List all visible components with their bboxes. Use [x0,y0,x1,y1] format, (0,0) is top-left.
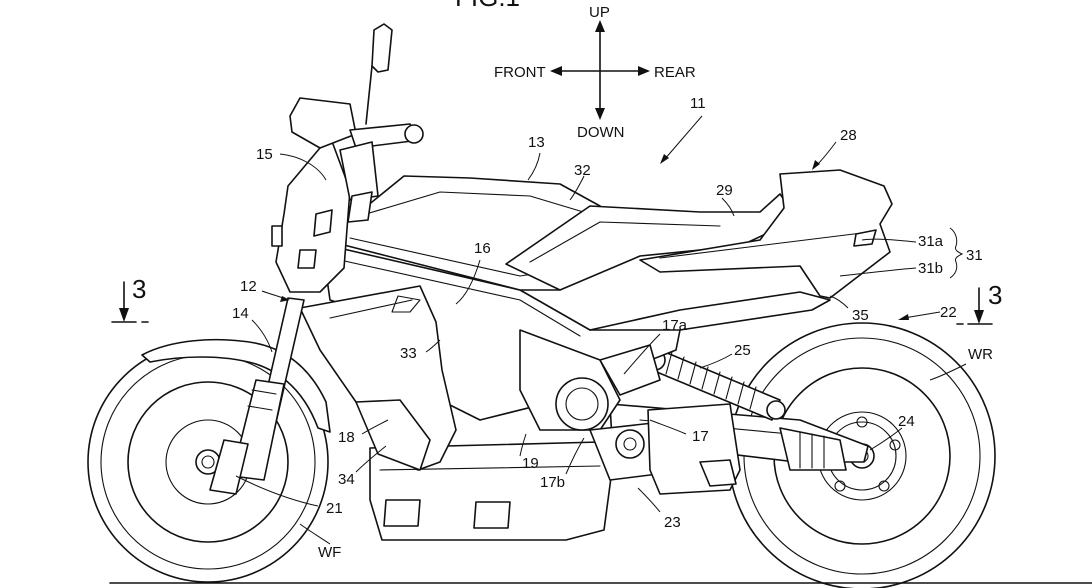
label-WF: WF [318,544,341,561]
battery-case [369,441,613,541]
label-31b: 31b [918,260,943,277]
label-31a: 31a [918,233,944,250]
side-cover-inner [329,295,421,319]
label-16: 16 [474,240,491,257]
label-21: 21 [326,500,343,517]
label-34: 34 [338,471,355,488]
label-23: 23 [664,514,681,531]
label-15: 15 [256,146,273,163]
label-19: 19 [522,455,539,472]
label-31: 31 [966,247,983,264]
front-fender [141,338,331,433]
front-fork [209,297,305,495]
section-left-label: 3 [132,274,146,304]
lower-cover-34 [355,399,431,471]
label-22: 22 [940,304,957,321]
label-28: 28 [840,127,857,144]
label-17a: 17a [662,317,688,334]
leader-lines [235,115,967,545]
tail-cowl-upper-line [659,231,871,259]
tank-top-line [365,191,591,215]
compass-down-label: DOWN [577,124,625,141]
label-24: 24 [898,413,915,430]
label-17: 17 [692,428,709,445]
compass-up-label: UP [589,4,610,21]
label-18: 18 [338,429,355,446]
figure-title: FIG.1 [455,0,520,12]
label-32: 32 [574,162,591,179]
tail-cowl [639,169,893,299]
seat-stitch [529,221,721,263]
label-35: 35 [852,307,869,324]
compass-rear-label: REAR [654,64,696,81]
rear-subframe [589,291,831,331]
label-25: 25 [734,342,751,359]
compass-front-label: FRONT [494,64,546,81]
tail-light [853,229,877,247]
direction-compass: UP DOWN FRONT REAR [494,4,696,141]
motor-bracket [699,459,737,487]
front-nose [271,135,351,293]
label-11: 11 [690,95,706,112]
section-right-label: 3 [988,280,1002,310]
section-marker-right: 3 [956,280,1002,325]
label-12: 12 [240,278,257,295]
handlebar-and-mirror [289,23,424,223]
label-WR: WR [968,346,993,363]
label-13: 13 [528,134,545,151]
label-14: 14 [232,305,249,322]
section-marker-left: 3 [111,274,149,323]
label-33: 33 [400,345,417,362]
label-17b: 17b [540,474,565,491]
label-29: 29 [716,182,733,199]
